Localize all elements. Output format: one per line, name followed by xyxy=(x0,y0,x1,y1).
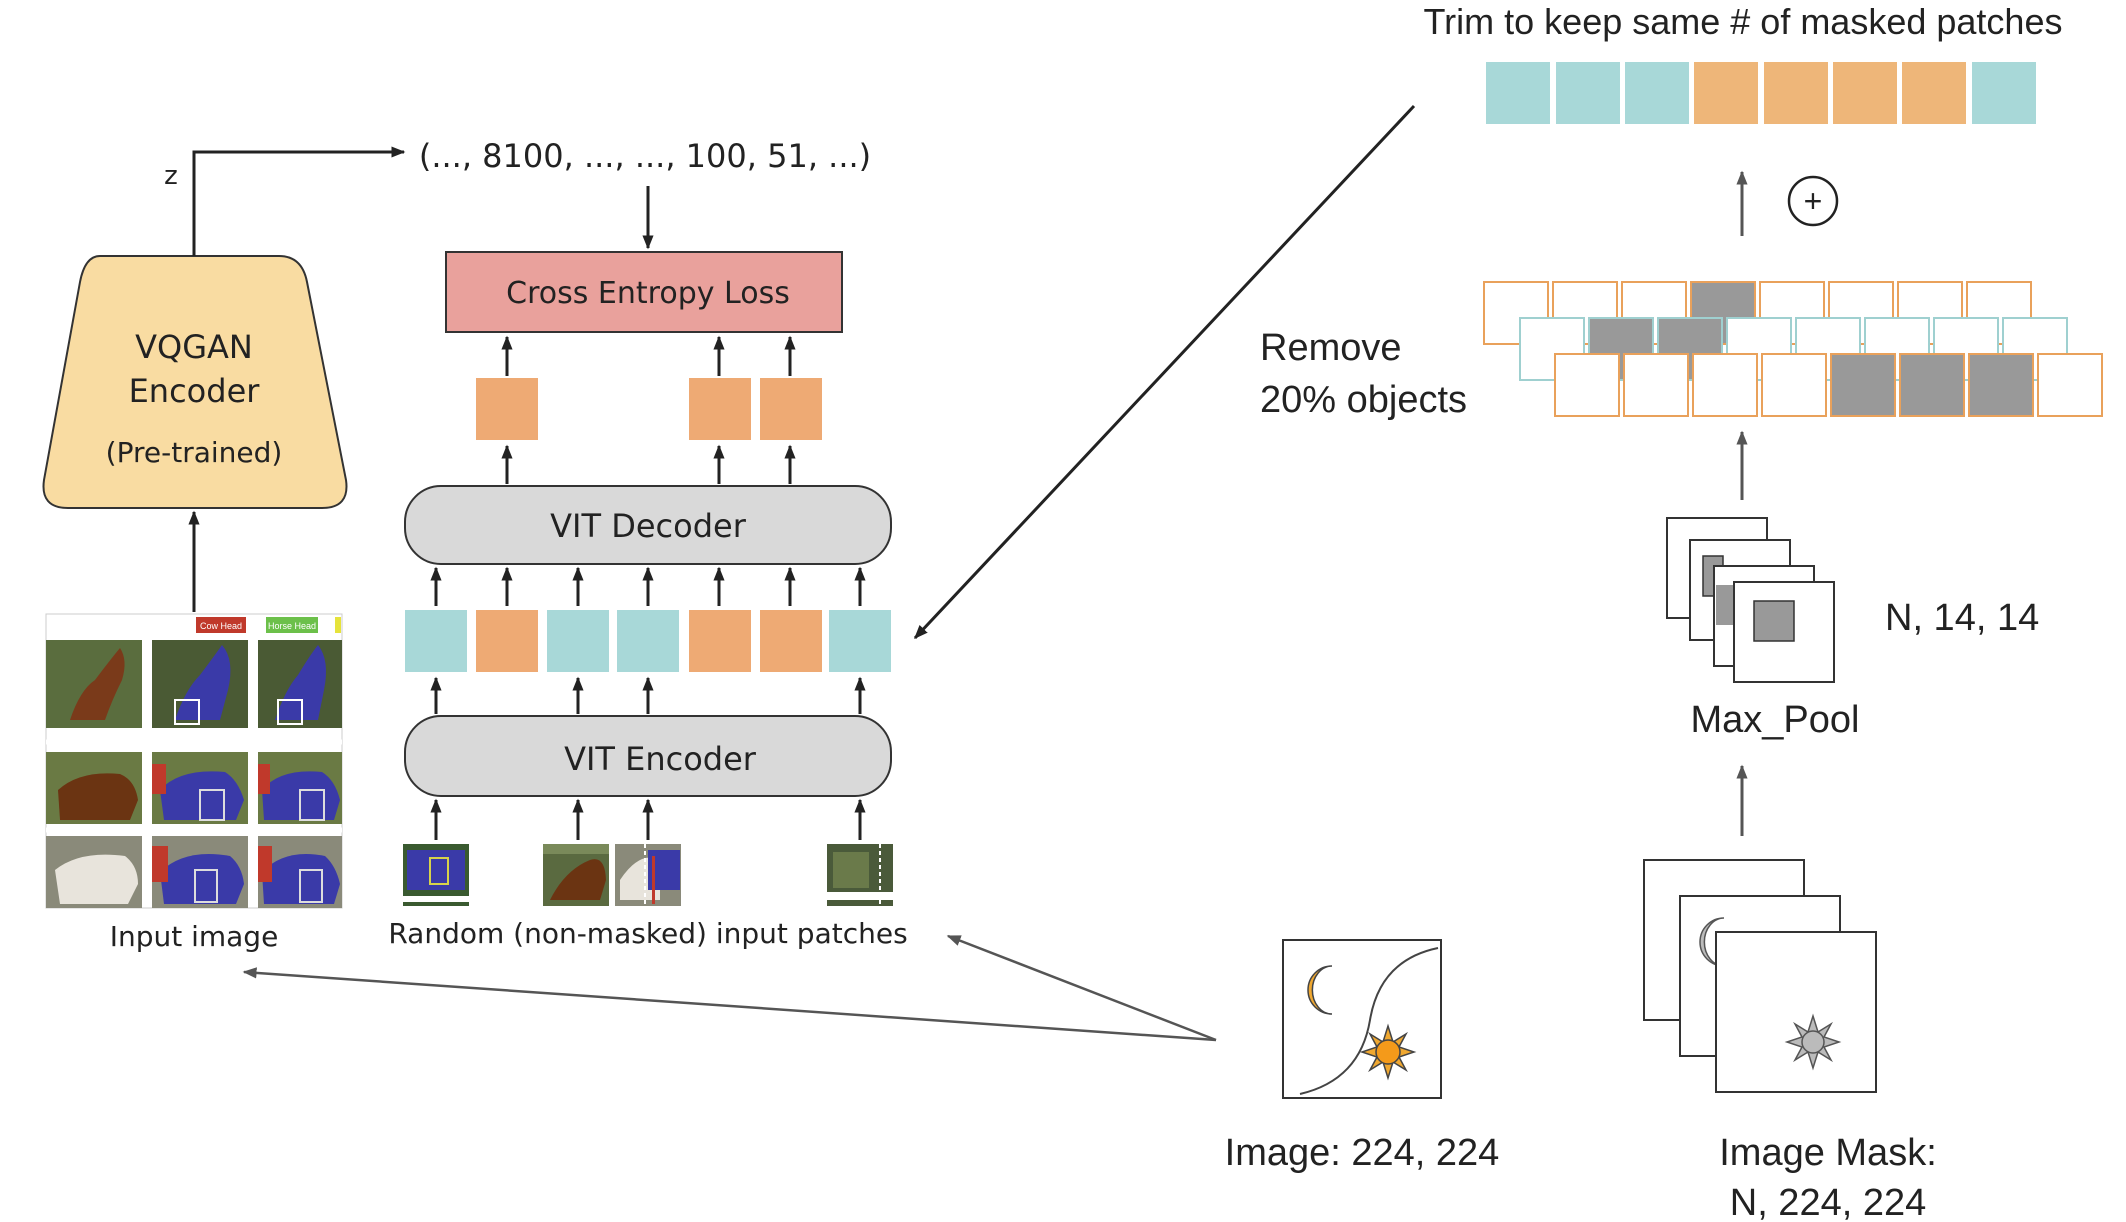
input-image-caption: Input image xyxy=(110,920,279,953)
vqgan-subtitle: Encoder xyxy=(129,372,261,410)
sun-icon xyxy=(1359,1023,1417,1081)
patches-to-encoder-arrows xyxy=(430,798,866,840)
input-image-thumbnail: Cow Head Horse Head xyxy=(45,613,343,909)
decoder-to-prediction-arrows xyxy=(501,444,796,484)
patch-row-front xyxy=(1554,353,2103,417)
image-size-label: Image: 224, 224 xyxy=(1225,1132,1500,1174)
sun-icon xyxy=(1784,1013,1842,1071)
vit-decoder-block xyxy=(404,485,892,565)
encoder-to-tokens-arrows xyxy=(430,676,866,714)
pooled-shape-label: N, 14, 14 xyxy=(1885,597,2039,639)
encoded-token-row xyxy=(405,610,891,672)
input-patch xyxy=(615,844,681,906)
cow-head-tag: Cow Head xyxy=(200,621,242,631)
object-mask-patch-grid xyxy=(1483,281,2103,417)
vit-encoder-block xyxy=(404,715,892,797)
z-label: z xyxy=(164,161,178,191)
token-sequence: (..., 8100, ..., ..., 100, 51, ...) xyxy=(419,137,871,175)
input-patch xyxy=(403,844,469,906)
pooled-mask-stack xyxy=(1666,517,1835,683)
predicted-masked-tokens xyxy=(476,378,822,440)
sum-operator-icon: + xyxy=(1787,175,1839,227)
input-patch xyxy=(543,844,609,906)
cross-entropy-loss-label: Cross Entropy Loss xyxy=(506,276,790,311)
cross-entropy-loss-box xyxy=(445,251,843,333)
image-to-input-image-arrow xyxy=(242,967,1217,1042)
random-input-patches xyxy=(403,844,893,906)
remove-objects-label-line1: Remove xyxy=(1260,327,1402,369)
horse-head-tag: Horse Head xyxy=(268,621,316,631)
prediction-to-loss-arrows xyxy=(501,335,796,376)
random-patches-caption: Random (non-masked) input patches xyxy=(388,917,907,950)
vit-encoder-label: VIT Encoder xyxy=(564,740,757,778)
trimmed-mask-token-row xyxy=(1486,62,2036,124)
max-pool-label: Max_Pool xyxy=(1691,699,1860,741)
image-mask-label-line1: Image Mask: xyxy=(1719,1132,1937,1174)
z-output-arrow xyxy=(192,146,406,256)
tokens-to-decoder-arrows xyxy=(430,566,866,606)
sum-operator-symbol: + xyxy=(1804,183,1823,219)
remove-objects-label-line2: 20% objects xyxy=(1260,379,1467,421)
input-patch xyxy=(827,844,893,906)
image-mask-stack xyxy=(1643,859,1877,1093)
crescent-moon-icon xyxy=(1307,965,1333,1015)
image-to-patches-arrow xyxy=(946,934,1217,1042)
source-image xyxy=(1282,939,1442,1099)
vqgan-pretrained-note: (Pre-trained) xyxy=(106,436,283,469)
vqgan-encoder: VQGAN Encoder (Pre-trained) xyxy=(42,255,348,509)
trim-caption: Trim to keep same # of masked patches xyxy=(1424,1,2063,42)
trimmed-mask-to-tokens-arrow xyxy=(913,104,1416,640)
vit-decoder-label: VIT Decoder xyxy=(550,507,747,545)
vqgan-title: VQGAN xyxy=(135,328,253,366)
image-mask-label-line2: N, 224, 224 xyxy=(1730,1182,1926,1222)
